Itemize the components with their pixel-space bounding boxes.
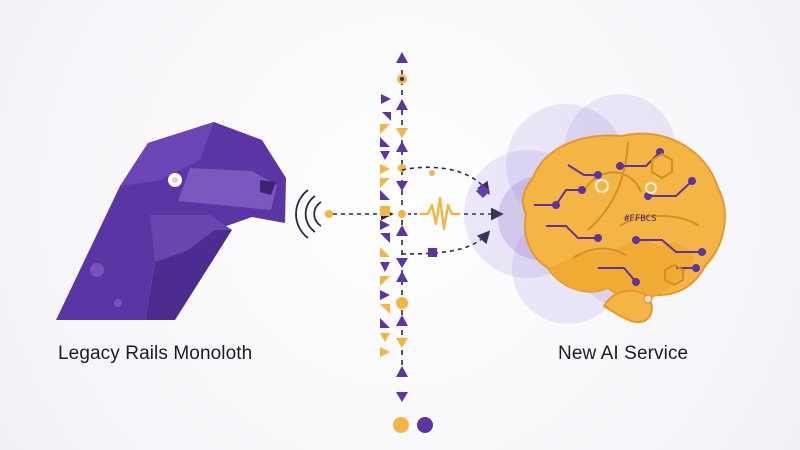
brain-tag-text: #FFBCS: [624, 214, 657, 224]
data-stream-divider: [380, 52, 433, 433]
circuit-brain-icon: #FFBCS: [521, 132, 726, 324]
connector-lines: [401, 166, 504, 257]
waveform-icon: [419, 196, 461, 231]
radio-waves-icon: [295, 189, 394, 239]
dinosaur-head-icon: [56, 122, 286, 320]
legacy-system-label: Legacy Rails Monoloth: [58, 343, 253, 364]
new-service-label: New AI Service: [558, 343, 689, 364]
